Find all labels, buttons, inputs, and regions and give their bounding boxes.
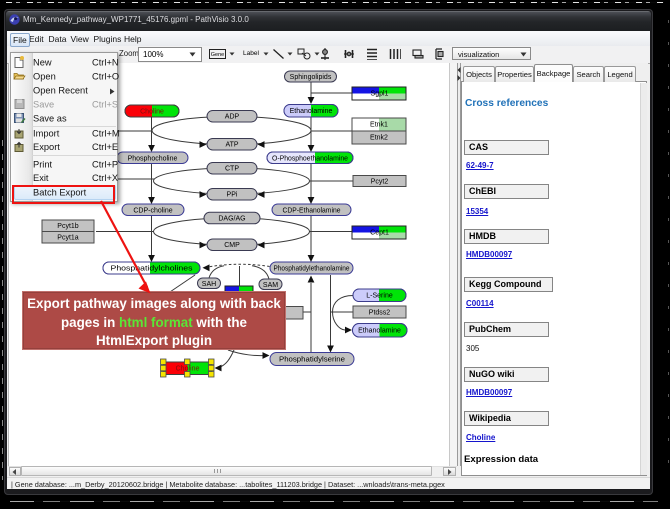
svg-text:Batch Export: Batch Export bbox=[33, 188, 87, 198]
svg-text:Save: Save bbox=[33, 100, 54, 110]
svg-text:Ctrl+M: Ctrl+M bbox=[92, 129, 120, 139]
svg-text:Open Recent: Open Recent bbox=[33, 86, 88, 96]
svg-text:L-Serine: L-Serine bbox=[366, 293, 393, 300]
svg-text:CDP-Ethanolamine: CDP-Ethanolamine bbox=[283, 207, 341, 214]
svg-text:Ctrl+E: Ctrl+E bbox=[92, 142, 118, 152]
svg-text:Ctrl+N: Ctrl+N bbox=[92, 58, 119, 68]
svg-text:Export: Export bbox=[33, 142, 60, 152]
svg-text:O-Phosphoethanolamine: O-Phosphoethanolamine bbox=[272, 155, 348, 162]
svg-text:Import: Import bbox=[33, 129, 60, 139]
svg-text:Open: Open bbox=[33, 72, 56, 82]
svg-text:Phosphatidylserine: Phosphatidylserine bbox=[279, 356, 345, 363]
svg-text:Ctrl+O: Ctrl+O bbox=[92, 72, 119, 82]
svg-text:Pcyt2: Pcyt2 bbox=[371, 178, 389, 185]
svg-text:Etnk2: Etnk2 bbox=[370, 135, 388, 142]
svg-text:ADP: ADP bbox=[225, 114, 240, 121]
svg-text:Phosphatidylcholines: Phosphatidylcholines bbox=[111, 266, 194, 273]
svg-text:New: New bbox=[33, 58, 52, 68]
svg-text:Pcyt1b: Pcyt1b bbox=[57, 223, 79, 230]
svg-text:Sphingolipids: Sphingolipids bbox=[290, 74, 332, 81]
svg-text:Ethanolamine: Ethanolamine bbox=[358, 328, 401, 335]
svg-text:Ptdss2: Ptdss2 bbox=[369, 310, 391, 317]
svg-text:Choline: Choline bbox=[140, 108, 164, 115]
svg-text:Sgpl1: Sgpl1 bbox=[371, 91, 389, 98]
svg-text:Phosphocholine: Phosphocholine bbox=[128, 155, 178, 162]
svg-text:ATP: ATP bbox=[225, 142, 238, 149]
svg-text:PPi: PPi bbox=[227, 192, 238, 199]
svg-text:Save as: Save as bbox=[33, 114, 67, 124]
svg-text:Print: Print bbox=[33, 160, 53, 170]
svg-text:CTP: CTP bbox=[225, 166, 239, 173]
svg-text:Pcyt1a: Pcyt1a bbox=[57, 235, 79, 242]
svg-text:CDP-choline: CDP-choline bbox=[133, 207, 172, 214]
svg-text:Ctrl+P: Ctrl+P bbox=[92, 160, 118, 170]
svg-text:Ctrl+X: Ctrl+X bbox=[92, 173, 118, 183]
svg-text:Ctrl+S: Ctrl+S bbox=[92, 100, 118, 110]
svg-text:CMP: CMP bbox=[224, 242, 240, 249]
svg-text:Cept1: Cept1 bbox=[370, 230, 389, 237]
svg-text:SAM: SAM bbox=[263, 282, 278, 289]
svg-text:Phosphatidylethanolamine: Phosphatidylethanolamine bbox=[274, 266, 350, 273]
svg-text:Choline: Choline bbox=[176, 366, 200, 373]
svg-text:Exit: Exit bbox=[33, 173, 49, 183]
svg-text:SAH: SAH bbox=[202, 281, 216, 288]
svg-text:DAG/AG: DAG/AG bbox=[218, 215, 245, 222]
svg-text:Etnk1: Etnk1 bbox=[370, 122, 388, 129]
svg-text:Ethanolamine: Ethanolamine bbox=[290, 108, 333, 115]
